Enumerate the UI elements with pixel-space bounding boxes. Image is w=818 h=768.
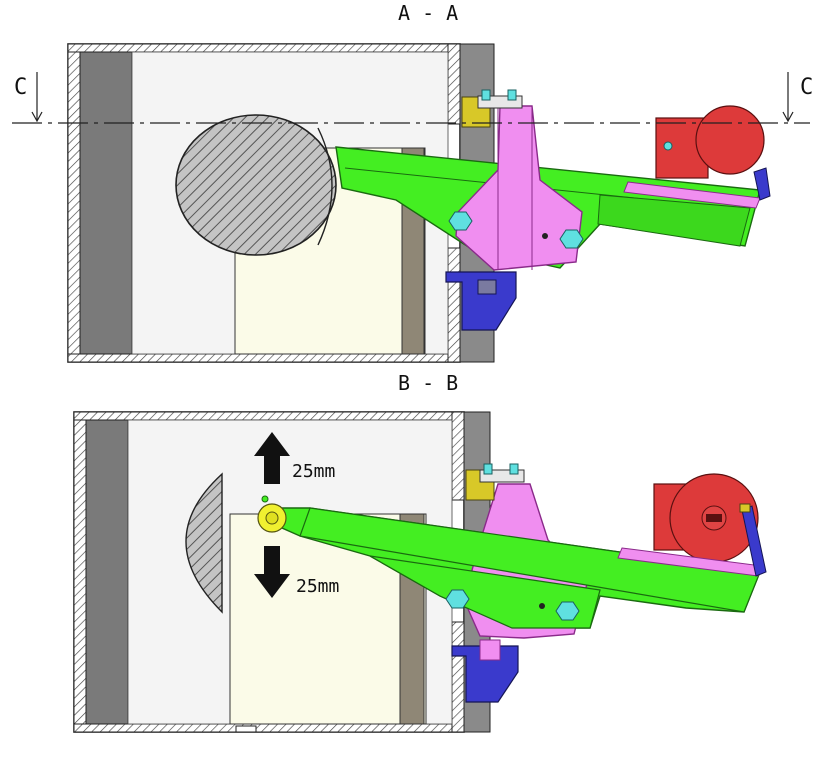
housing-wall-left [67,43,81,363]
pivot-bolt-icon [555,601,580,621]
arm-lower-plate [369,555,601,629]
section-title-a-a: A - A [398,1,458,25]
roller-hub [265,511,279,525]
arm-tail-top [597,194,751,247]
arrow-down-icon [782,111,794,123]
bottom-opening [235,725,257,733]
drum-edge [317,127,333,246]
bolt-icon [509,463,519,475]
bolt-icon [483,463,493,475]
pivot-bolt-icon [559,229,584,249]
drum-section [175,114,337,256]
drum-section-partial [185,472,223,614]
pivot-bolt-icon [448,211,473,231]
housing-wall-bottom [73,723,465,733]
housing-wall-top [73,411,465,421]
cut-marker-right: C [800,75,813,100]
side-panel-left [79,51,133,355]
motor-bolt-icon [663,141,673,151]
side-panel-left [85,419,129,725]
section-title-b-b: B - B [398,371,458,395]
bolt-icon [507,89,517,101]
housing-wall-bottom [67,353,461,363]
motor-base-plate [617,547,763,577]
housing-wall-right-upper [451,411,465,501]
dimension-up: 25mm [292,461,335,482]
pivot-bracket-top [455,105,583,271]
housing-wall-right-lower [447,247,461,363]
dimension-down: 25mm [296,576,339,597]
mount-block [477,279,497,295]
section-b-b: B - B 25mm 25mm [73,371,767,733]
pivot-bolt-icon [445,589,470,609]
cut-marker-left: C [14,75,27,100]
arm-beam-front [299,507,761,613]
housing-wall-right-upper [447,43,461,125]
roller-pin [261,495,269,503]
motor-base-plate [623,181,761,209]
lower-mount-bottom [451,645,519,703]
lower-mount-top [445,271,517,331]
arrow-down-icon [254,546,290,598]
motor-key [706,514,722,522]
motor-wheel-top [695,105,765,175]
motor-clip-tip [739,503,751,513]
mount-link [479,639,501,661]
section-a-a: A - A [12,1,813,363]
housing-wall-right-lower [451,621,465,733]
housing-wall-left [73,411,87,733]
pivot-hole [539,603,545,609]
motor-clip [753,167,771,201]
housing-wall-top [67,43,461,53]
pivot-hole [542,233,548,239]
bolt-icon [481,89,491,101]
arrow-up-icon [254,432,290,484]
arrow-down-icon [31,111,43,123]
